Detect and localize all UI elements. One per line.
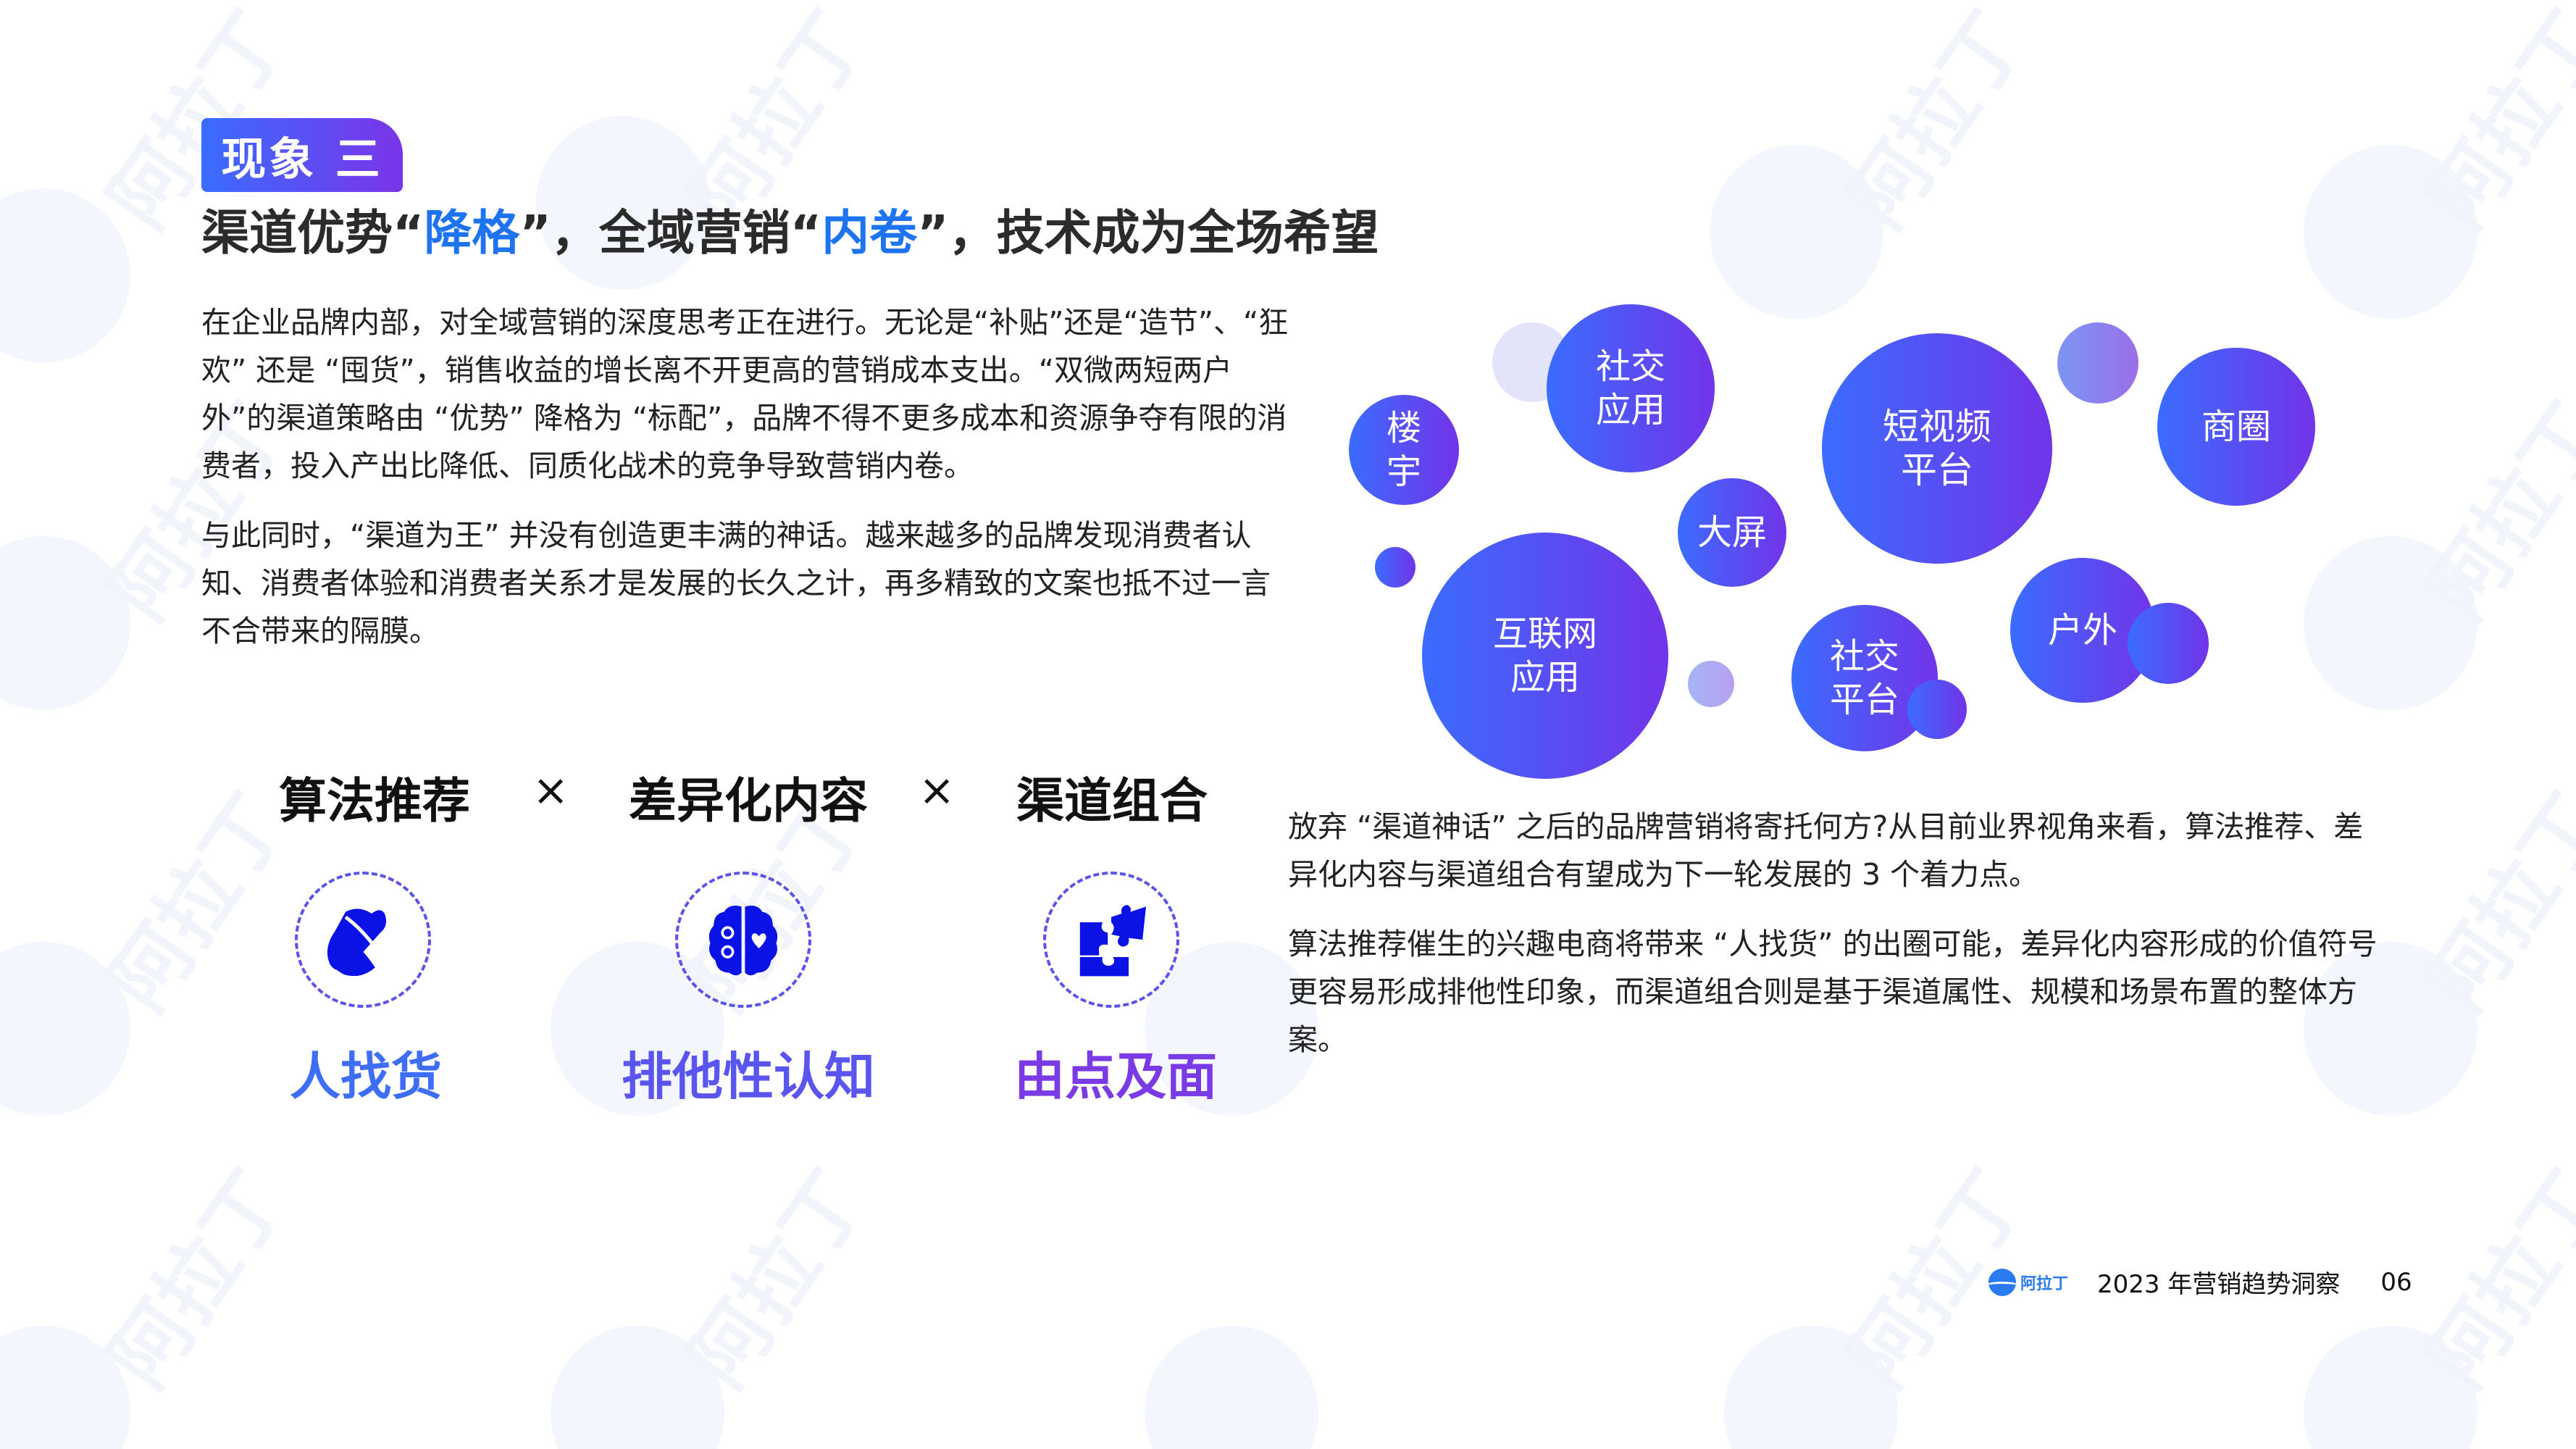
bubble-outdoor: 户外 [2010, 558, 2155, 703]
bubble-big-screen: 大屏 [1678, 478, 1786, 587]
title-part: ”，全域营销“ [519, 205, 822, 261]
keyword-exclusive-cognition: 排他性认知 [622, 1047, 875, 1106]
decorative-bubble [1907, 680, 1967, 739]
multiply-icon: × [919, 765, 955, 816]
title-part: 渠道优势“ [201, 205, 425, 261]
paragraph: 在企业品牌内部，对全域营销的深度思考正在进行。无论是“补贴”还是“造节”、“狂欢… [201, 305, 1289, 483]
conclusion-text: 放弃 “渠道神话” 之后的品牌营销将寄托何方?从目前业界视角来看，算法推荐、差异… [1288, 803, 2389, 1085]
page-number: 06 [2380, 1267, 2412, 1297]
puzzle-icon [1079, 905, 1146, 977]
brand-name: 阿拉丁 [2020, 1274, 2069, 1293]
bubble-label: 平台 [1829, 680, 1899, 720]
bubble-label: 宇 [1386, 451, 1421, 492]
decorative-bubble [2128, 603, 2209, 684]
bubble-social-app: 社交应用 [1547, 304, 1715, 472]
bubble-label: 大屏 [1697, 512, 1767, 553]
bubble-label: 户外 [2048, 610, 2118, 651]
title-part: ”，技术成为全场希望 [917, 205, 1379, 261]
brain-icon-ring [675, 872, 811, 1008]
brand-logo: 阿拉丁 [1989, 1268, 2069, 1296]
bubble-label: 应用 [1595, 390, 1665, 430]
bubble-internet-app: 互联网应用 [1422, 533, 1668, 779]
acorn-icon [327, 909, 386, 977]
keyword-point-to-surface: 由点及面 [1014, 1047, 1217, 1106]
brand-logo-icon [1989, 1268, 2016, 1296]
formula-term-content: 差异化内容 [629, 773, 868, 829]
report-title: 2023 年营销趋势洞察 [2097, 1270, 2341, 1299]
bubble-label: 平台 [1901, 449, 1973, 491]
section-tag: 现象 三 [201, 118, 403, 192]
brain-icon [708, 906, 778, 976]
decorative-bubble [1688, 661, 1734, 707]
title-highlight: 降格 [424, 205, 520, 261]
puzzle-icon-ring [1043, 872, 1179, 1008]
keyword-people-find-goods: 人找货 [290, 1047, 442, 1106]
multiply-icon: × [532, 765, 569, 816]
bubble-label: 社交 [1595, 346, 1665, 387]
decorative-bubble [2057, 322, 2138, 404]
footer: 阿拉丁 2023 年营销趋势洞察 06 [1989, 1264, 2412, 1300]
bubble-short-video-platform: 短视频平台 [1822, 333, 2052, 564]
bubble-label: 互联网 [1492, 614, 1597, 654]
paragraph: 与此同时，“渠道为王” 并没有创造更丰满的神话。越来越多的品牌发现消费者认知、消… [201, 518, 1271, 648]
intro-text: 在企业品牌内部，对全域营销的深度思考正在进行。无论是“补贴”还是“造节”、“狂欢… [201, 298, 1295, 677]
decorative-bubble [1375, 547, 1415, 588]
title-highlight: 内卷 [821, 205, 918, 261]
bubble-building: 楼宇 [1349, 395, 1459, 505]
bubble-label: 楼 [1386, 408, 1421, 448]
bubble-label: 短视频 [1883, 406, 1991, 448]
bubble-label: 社交 [1829, 636, 1899, 677]
paragraph: 算法推荐催生的兴趣电商将带来 “人找货” 的出圈可能，差异化内容形成的价值符号更… [1288, 927, 2378, 1057]
acorn-icon-ring [295, 872, 431, 1008]
bubble-label: 应用 [1510, 657, 1580, 698]
formula-term-channel: 渠道组合 [1016, 773, 1208, 829]
paragraph: 放弃 “渠道神话” 之后的品牌营销将寄托何方?从目前业界视角来看，算法推荐、差异… [1288, 809, 2364, 892]
bubble-business-district: 商圈 [2157, 348, 2315, 506]
formula-term-algorithm: 算法推荐 [279, 773, 470, 829]
page-title: 渠道优势“降格”，全域营销“内卷”，技术成为全场希望 [201, 194, 1379, 264]
bubble-label: 商圈 [2201, 406, 2271, 447]
